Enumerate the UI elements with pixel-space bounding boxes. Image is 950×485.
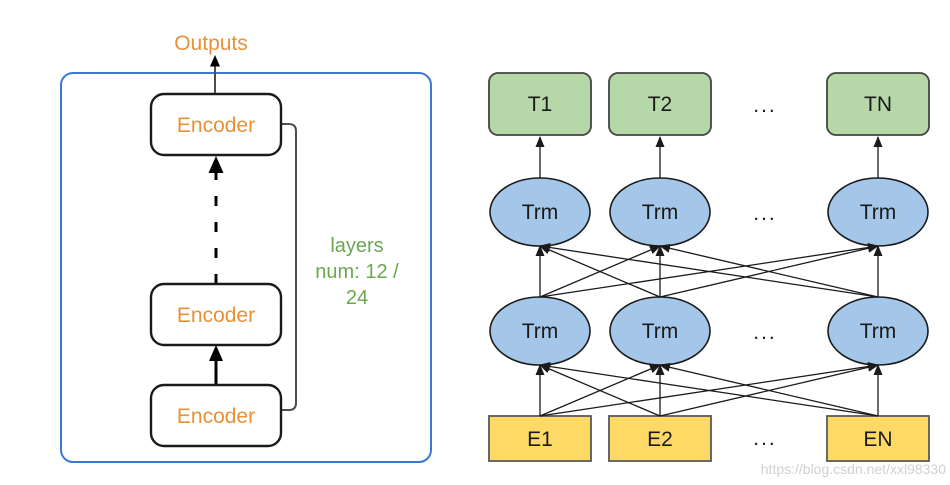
outputs-arrowhead (210, 55, 220, 67)
t-label-n: TN (864, 93, 892, 116)
transformer-panel: T1 T2 TN ... Trm Trm Trm ... Trm Trm Trm… (488, 72, 930, 462)
trm-lower-label-2: Trm (642, 320, 679, 343)
layers-note: layers num: 12 / 24 (315, 235, 399, 309)
encoder-label-bottom: Encoder (177, 405, 255, 428)
trm-lower-label-1: Trm (522, 320, 559, 343)
ellipsis-e-row: ... (753, 427, 777, 450)
arrow-e2-l1 (539, 364, 661, 417)
ellipsis-trm-lower: ... (753, 321, 777, 344)
trm-upper-label-1: Trm (522, 201, 559, 224)
encoder-box-top (149, 92, 283, 157)
arrow-ln-u2 (659, 243, 879, 298)
layers-bracket (281, 123, 297, 411)
encoder-label-top: Encoder (177, 114, 255, 137)
e-box-1 (488, 415, 592, 462)
layers-note-line-2: num: 12 / (315, 261, 399, 283)
arrow-l2-u1 (539, 245, 661, 298)
layers-note-line-3: 24 (346, 287, 368, 309)
arrow-en-l1 (539, 362, 879, 417)
trm-lower-label-n: Trm (860, 320, 897, 343)
e-label-1: E1 (527, 428, 553, 451)
t-box-2 (608, 72, 712, 136)
trm-upper-label-n: Trm (860, 201, 897, 224)
encoder-stack-container-box (60, 72, 432, 463)
t-label-1: T1 (528, 93, 553, 116)
t-box-1 (488, 72, 592, 136)
t-label-2: T2 (648, 93, 673, 116)
e-box-2 (608, 415, 712, 462)
cross-arrows-embedding (535, 362, 883, 417)
t-box-n (826, 72, 930, 136)
watermark-text: https://blog.csdn.net/xxl98330 (761, 461, 946, 477)
encoder-box-bottom (149, 383, 283, 448)
trm-to-t-arrows (535, 136, 883, 178)
arrow-ln-u1 (539, 243, 879, 298)
outputs-label: Outputs (174, 32, 248, 55)
layers-note-line-1: layers (330, 235, 383, 257)
dashed-stack-arrowhead (208, 156, 224, 173)
ellipsis-t-row: ... (753, 94, 777, 117)
encoder-label-middle: Encoder (177, 304, 255, 327)
e-label-2: E2 (647, 428, 673, 451)
trm-upper-label-2: Trm (642, 201, 679, 224)
e-label-n: EN (863, 428, 892, 451)
arrow-en-l2 (659, 362, 879, 417)
encoder-stack-panel: Outputs Encoder Encoder Encoder layers n… (60, 32, 432, 463)
solid-stack-arrowhead (209, 345, 223, 361)
ellipsis-trm-upper: ... (753, 202, 777, 225)
cross-arrows-trm (535, 243, 883, 298)
